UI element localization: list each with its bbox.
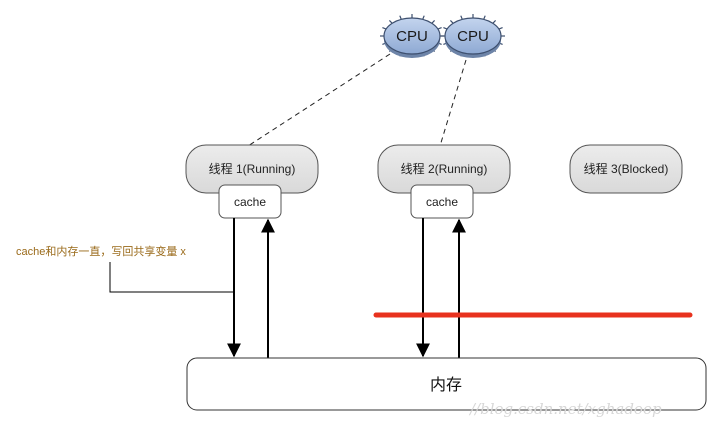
thread-3: 线程 3(Blocked) xyxy=(569,144,683,194)
thread-2: 线程 2(Running) xyxy=(377,144,511,194)
thread-1-cache-label: cache xyxy=(234,195,266,209)
thread-1-cache: cache xyxy=(218,184,282,219)
cpu-pin xyxy=(388,19,393,24)
thread-2-cache: cache xyxy=(410,184,474,219)
cpu-pin xyxy=(382,27,387,30)
thread-1-label: 线程 1(Running) xyxy=(209,161,296,176)
note-text: cache和内存一直，写回共享变量 x xyxy=(16,244,186,258)
cpu-pin xyxy=(431,19,436,24)
cpu-1-label: CPU xyxy=(396,28,428,45)
memory-box: 内存 xyxy=(186,357,707,411)
memory-label: 内存 xyxy=(430,376,462,394)
thread-1: 线程 1(Running) xyxy=(185,144,319,194)
cpu-pin xyxy=(498,27,503,30)
thread-2-label: 线程 2(Running) xyxy=(401,161,488,176)
cpu-pin xyxy=(437,27,442,30)
note-connector xyxy=(109,262,234,293)
cpu1-thread1-link xyxy=(247,53,391,147)
cpu-1: CPU xyxy=(380,14,444,58)
cpu-2-label: CPU xyxy=(457,28,489,45)
cpu-2: CPU xyxy=(441,14,505,58)
watermark-text: //blog.csdn.net/xghadoop xyxy=(468,400,662,418)
cpu2-thread2-link xyxy=(439,59,467,147)
thread-2-cache-label: cache xyxy=(426,195,458,209)
cpu-pin xyxy=(449,19,454,24)
cpu-pin xyxy=(443,27,448,30)
cpu-pin xyxy=(492,19,497,24)
thread-3-label: 线程 3(Blocked) xyxy=(584,161,669,176)
